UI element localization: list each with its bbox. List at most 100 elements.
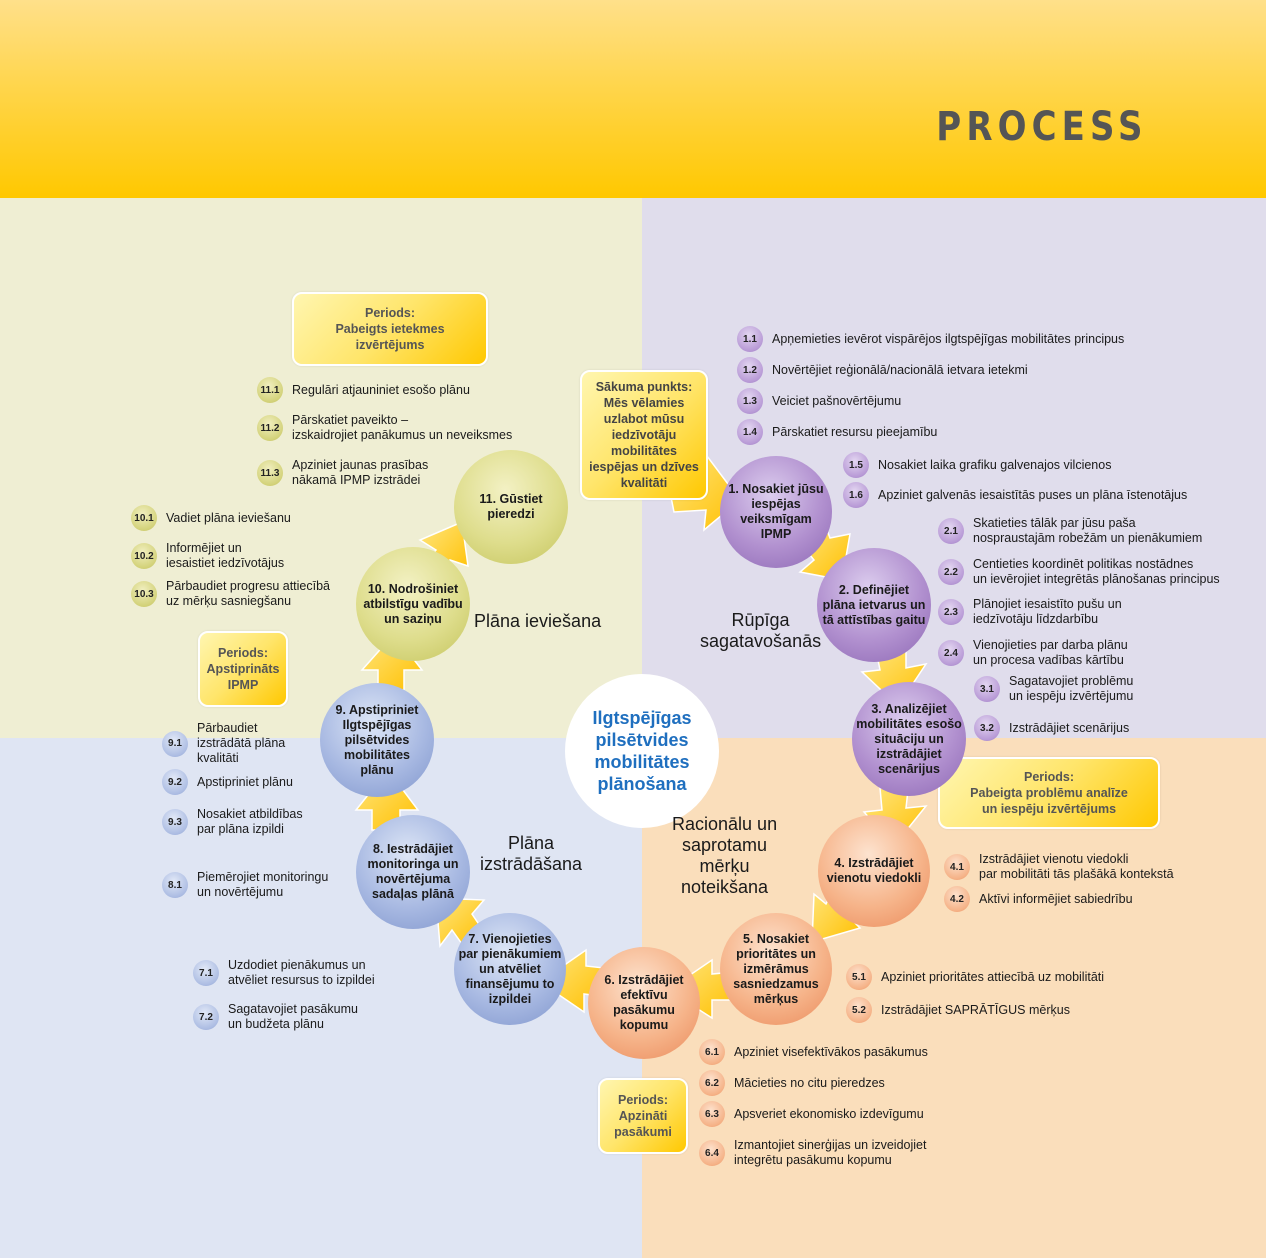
badge-5-1: 5.1 <box>846 964 872 990</box>
substep-text: Centieties koordinēt politikas nostādnes… <box>973 557 1220 586</box>
substep-4-2: 4.2 Aktīvi informējiet sabiedrību <box>944 886 1133 912</box>
substep-text: Veiciet pašnovērtējumu <box>772 393 902 408</box>
substep-text: Uzdodiet pienākumus un atvēliet resursus… <box>228 958 375 987</box>
step-5-circle: 5. Nosakiet prioritātes un izmērāmus sas… <box>720 913 832 1025</box>
badge-2-1: 2.1 <box>938 518 964 544</box>
badge-11-2: 11.2 <box>257 415 283 441</box>
center-title-circle: Ilgtspējīgas pilsētvides mobilitātes plā… <box>565 674 719 828</box>
substep-text: Vadiet plāna ieviešanu <box>166 510 291 525</box>
substep-6-3: 6.3 Apsveriet ekonomisko izdevīgumu <box>699 1101 924 1127</box>
badge-2-4: 2.4 <box>938 640 964 666</box>
substep-1-3: 1.3 Veiciet pašnovērtējumu <box>737 388 901 414</box>
substep-7-2: 7.2 Sagatavojiet pasākumu un budžeta plān… <box>193 1002 358 1032</box>
substep-6-4: 6.4 Izmantojiet sinerģijas un izveidojiet… <box>699 1138 926 1168</box>
substep-1-6: 1.6 Apziniet galvenās iesaistītās puses u… <box>843 482 1187 508</box>
substep-5-1: 5.1 Apziniet prioritātes attiecībā uz mob… <box>846 964 1104 990</box>
substep-text: Pārskatiet resursu pieejamību <box>772 424 938 439</box>
badge-9-2: 9.2 <box>162 769 188 795</box>
step-3-circle: 3. Analizējiet mobilitātes esošo situāci… <box>852 682 966 796</box>
phase-label-implementation: Plāna ieviešana <box>474 611 602 631</box>
substep-text: Apņemieties ievērot vispārējos ilgtspējī… <box>772 331 1125 346</box>
substep-11-2: 11.2 Pārskatiet paveikto – izskaidrojiet … <box>257 413 512 443</box>
badge-1-2: 1.2 <box>737 357 763 383</box>
period-box-plan-adopted: Periods: Apstiprināts IPMP <box>198 631 288 707</box>
badge-2-2: 2.2 <box>938 559 964 585</box>
step-8-circle: 8. Iestrādājiet monitoringa un novērtēju… <box>356 815 470 929</box>
header-banner: PROCESS <box>0 0 1266 198</box>
badge-1-3: 1.3 <box>737 388 763 414</box>
badge-9-3: 9.3 <box>162 809 188 835</box>
substep-text: Apziniet jaunas prasības nākamā IPMP izs… <box>292 458 429 487</box>
period-box-measures-identified: Periods: Apzināti pasākumi <box>598 1078 688 1154</box>
substep-text: Apziniet galvenās iesaistītās puses un p… <box>878 487 1188 502</box>
substep-6-2: 6.2 Mācieties no citu pieredzes <box>699 1070 885 1096</box>
substep-text: Nosakiet atbildības par plāna izpildi <box>197 807 303 836</box>
phase-label-preparation: Rūpīga sagatavošanās <box>700 610 822 651</box>
substep-text: Aktīvi informējiet sabiedrību <box>979 891 1133 906</box>
badge-2-3: 2.3 <box>938 599 964 625</box>
badge-6-3: 6.3 <box>699 1101 725 1127</box>
phase-label-development: Plāna izstrādāšana <box>480 833 583 874</box>
badge-6-1: 6.1 <box>699 1039 725 1065</box>
substep-text: Sagatavojiet pasākumu un budžeta plānu <box>228 1002 358 1031</box>
step-2-circle: 2. Definējiet plāna ietvarus un tā attīs… <box>817 548 931 662</box>
badge-7-1: 7.1 <box>193 960 219 986</box>
badge-6-4: 6.4 <box>699 1140 725 1166</box>
period-box-impact-evaluated: Periods: Pabeigts ietekmes izvērtējums <box>292 292 488 366</box>
badge-5-2: 5.2 <box>846 997 872 1023</box>
badge-4-2: 4.2 <box>944 886 970 912</box>
step-7-circle: 7. Vienojieties par pienākumiem un atvēl… <box>454 913 566 1025</box>
substep-text: Apsveriet ekonomisko izdevīgumu <box>734 1106 924 1121</box>
badge-8-1: 8.1 <box>162 872 188 898</box>
badge-1-6: 1.6 <box>843 482 869 508</box>
substep-text: Apstipriniet plānu <box>197 774 293 789</box>
badge-1-5: 1.5 <box>843 452 869 478</box>
substep-2-1: 2.1 Skatieties tālāk par jūsu paša nospra… <box>938 516 1202 546</box>
badge-7-2: 7.2 <box>193 1004 219 1030</box>
badge-10-3: 10.3 <box>131 581 157 607</box>
badge-10-1: 10.1 <box>131 505 157 531</box>
badge-9-1: 9.1 <box>162 730 188 757</box>
step-6-circle: 6. Izstrādājiet efektīvu pasākumu kopumu <box>588 947 700 1059</box>
badge-10-2: 10.2 <box>131 543 157 569</box>
substep-text: Izmantojiet sinerģijas un izveidojiet in… <box>734 1138 927 1167</box>
substep-9-3: 9.3 Nosakiet atbildības par plāna izpildi <box>162 807 303 837</box>
substep-5-2: 5.2 Izstrādājiet SAPRĀTĪGUS mērķus <box>846 997 1070 1023</box>
substep-text: Sagatavojiet problēmu un iespēju izvērtē… <box>1009 674 1134 703</box>
page-title: PROCESS <box>936 104 1148 150</box>
center-title: Ilgtspējīgas pilsētvides mobilitātes plā… <box>592 708 692 794</box>
substep-text: Izstrādājiet SAPRĀTĪGUS mērķus <box>881 1002 1070 1017</box>
period-box-analysis-completed: Periods: Pabeigta problēmu analīze un ie… <box>938 757 1160 829</box>
substep-text: Mācieties no citu pieredzes <box>734 1075 885 1090</box>
substep-text: Plānojiet iesaistīto pušu un iedzīvotāju… <box>973 597 1122 626</box>
substep-text: Pārbaudiet izstrādātā plāna kvalitāti <box>197 721 286 765</box>
badge-3-2: 3.2 <box>974 715 1000 741</box>
substep-text: Izstrādājiet scenārijus <box>1009 720 1130 735</box>
substep-7-1: 7.1 Uzdodiet pienākumus un atvēliet resur… <box>193 958 375 988</box>
badge-4-1: 4.1 <box>944 854 970 880</box>
substep-text: Skatieties tālāk par jūsu paša nospraust… <box>973 516 1203 545</box>
substep-text: Apziniet prioritātes attiecībā uz mobili… <box>881 969 1105 984</box>
substep-4-1: 4.1 Izstrādājiet vienotu viedokli par mo… <box>944 852 1174 882</box>
step-1-circle: 1. Nosakiet jūsu iespējas veiksmīgam IPM… <box>720 456 832 568</box>
substep-text: Pārskatiet paveikto – izskaidrojiet panā… <box>292 413 513 442</box>
substep-text: Regulāri atjauniniet esošo plānu <box>292 382 470 397</box>
substep-3-2: 3.2 Izstrādājiet scenārijus <box>974 715 1129 741</box>
substep-text: Izstrādājiet vienotu viedokli par mobili… <box>979 852 1174 881</box>
substep-3-1: 3.1 Sagatavojiet problēmu un iespēju izvē… <box>974 674 1133 704</box>
badge-6-2: 6.2 <box>699 1070 725 1096</box>
substep-2-2: 2.2 Centieties koordinēt politikas nostād… <box>938 557 1220 587</box>
badge-3-1: 3.1 <box>974 676 1000 702</box>
substep-10-3: 10.3 Pārbaudiet progresu attiecībā uz mēr… <box>131 579 330 609</box>
substep-text: Pārbaudiet progresu attiecībā uz mērķu s… <box>166 579 330 608</box>
substep-9-2: 9.2 Apstipriniet plānu <box>162 769 293 795</box>
